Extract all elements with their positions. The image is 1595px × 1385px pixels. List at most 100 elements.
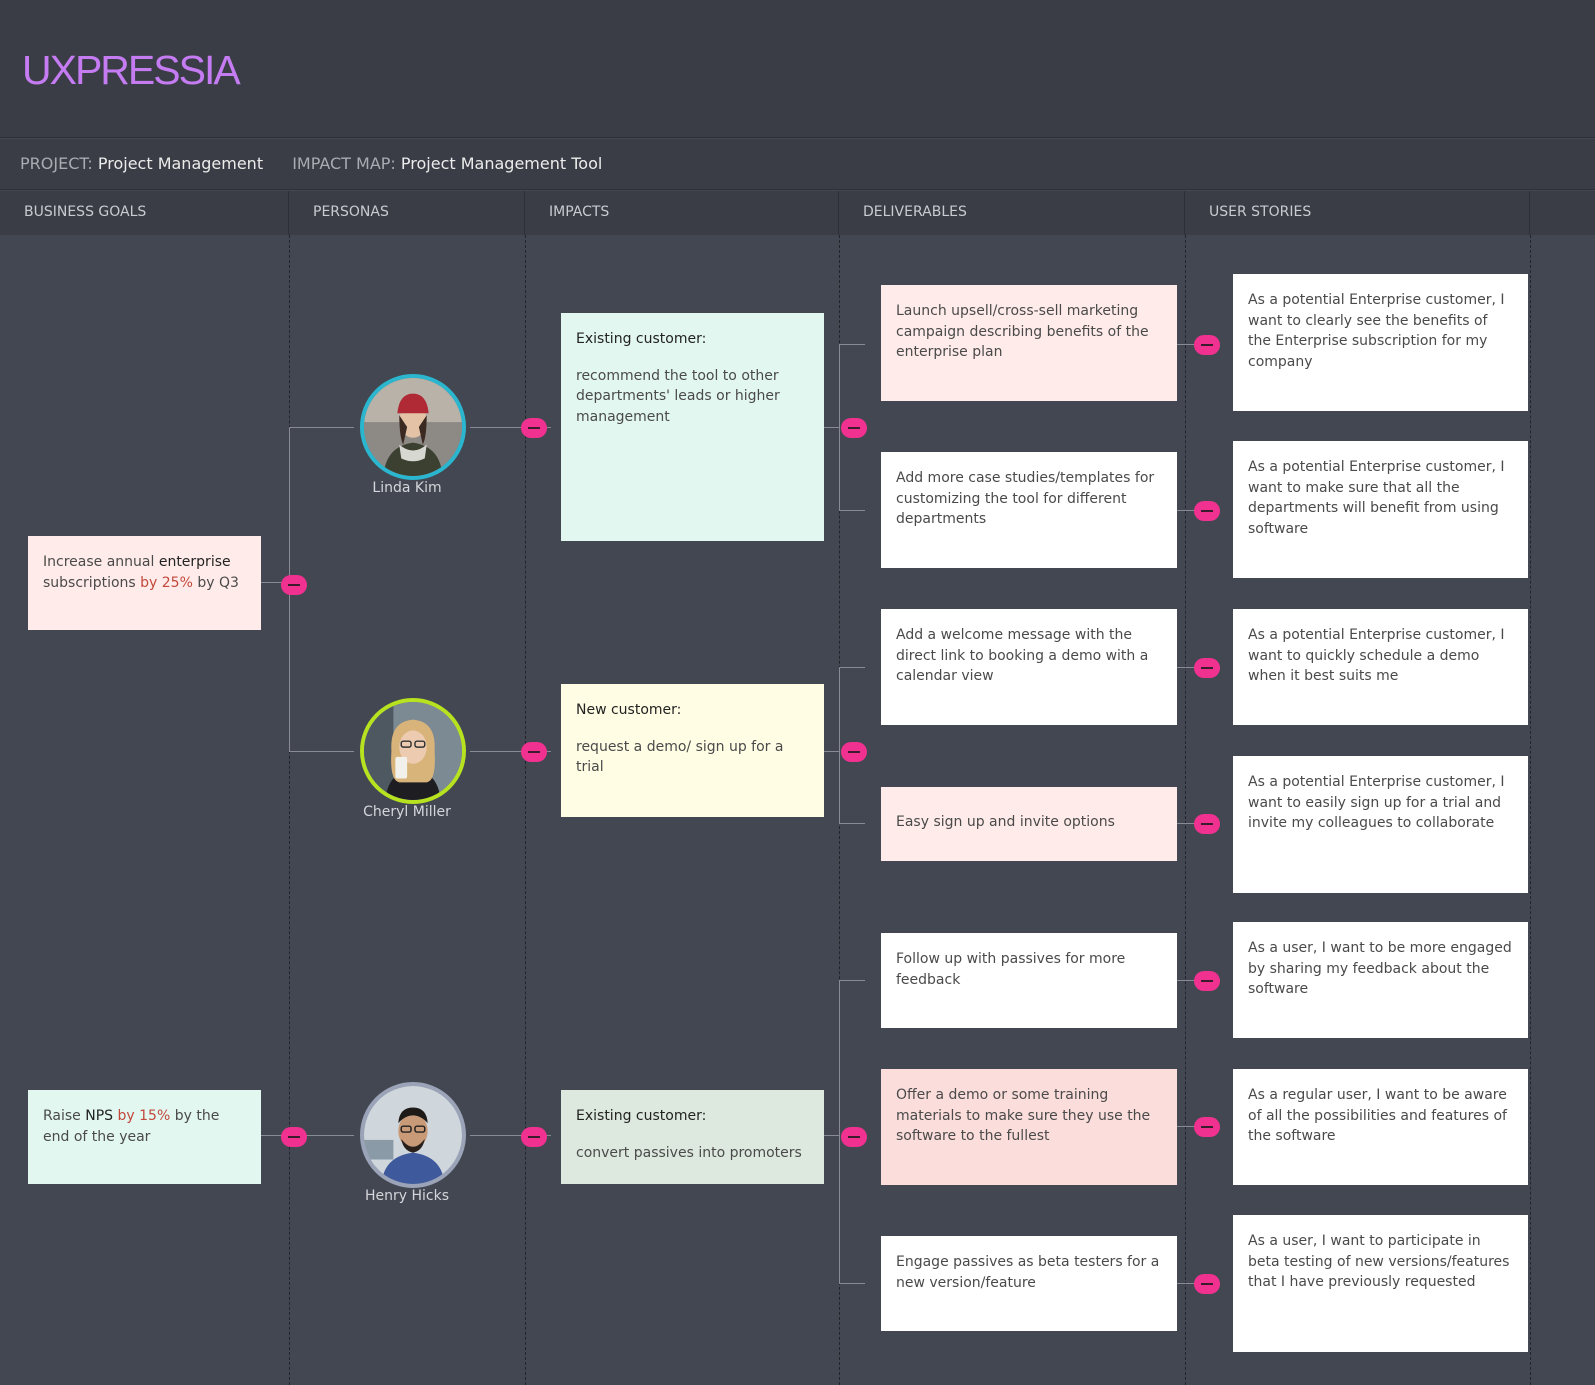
connector-line — [1156, 823, 1211, 824]
column-divider — [1185, 235, 1186, 1385]
collapse-toggle-icon[interactable] — [521, 742, 547, 762]
column-header-personas: PERSONAS — [289, 191, 525, 235]
business-goal-card[interactable]: Raise NPS by 15% by the end of the year — [28, 1090, 261, 1184]
connector-line — [839, 1283, 865, 1284]
collapse-toggle-icon[interactable] — [1194, 814, 1220, 834]
impact-map-name[interactable]: Project Management Tool — [400, 154, 603, 173]
impact-card[interactable]: New customer: request a demo/ sign up fo… — [561, 684, 824, 817]
avatar-photo-icon — [364, 702, 462, 800]
persona-avatar-cheryl-miller[interactable] — [360, 698, 466, 804]
collapse-toggle-icon[interactable] — [1194, 1274, 1220, 1294]
impact-title: New customer: — [576, 702, 682, 718]
avatar-photo-icon — [364, 378, 462, 476]
goal-text: by the end of the year — [43, 1108, 220, 1145]
persona-name: Linda Kim — [372, 480, 442, 496]
project-link[interactable]: Project Management — [97, 154, 264, 173]
impact-text: convert passives into promoters — [576, 1144, 802, 1161]
connector-line — [839, 980, 840, 1284]
user-story-card[interactable]: As a user, I want to be more engaged by … — [1233, 922, 1528, 1038]
column-header-impacts: IMPACTS — [525, 191, 839, 235]
collapse-toggle-icon[interactable] — [1194, 335, 1220, 355]
collapse-toggle-icon[interactable] — [841, 1127, 867, 1147]
connector-line — [1156, 1283, 1211, 1284]
goal-text: subscriptions — [43, 574, 141, 591]
persona-avatar-henry-hicks[interactable] — [360, 1082, 466, 1188]
deliverable-card[interactable]: Add more case studies/templates for cust… — [881, 452, 1177, 568]
collapse-toggle-icon[interactable] — [521, 418, 547, 438]
column-headers: BUSINESS GOALS PERSONAS IMPACTS DELIVERA… — [0, 191, 1595, 235]
impact-card[interactable]: Existing customer: recommend the tool to… — [561, 313, 824, 541]
connector-line — [839, 980, 865, 981]
impact-text: recommend the tool to other departments'… — [576, 367, 780, 425]
deliverable-card[interactable]: Engage passives as beta testers for a ne… — [881, 1236, 1177, 1331]
user-story-card[interactable]: As a user, I want to participate in beta… — [1233, 1215, 1528, 1352]
deliverable-card[interactable]: Add a welcome message with the direct li… — [881, 609, 1177, 725]
collapse-toggle-icon[interactable] — [841, 742, 867, 762]
connector-line — [839, 344, 840, 511]
user-story-card[interactable]: As a potential Enterprise customer, I wa… — [1233, 441, 1528, 578]
column-divider — [525, 235, 526, 1385]
connector-line — [839, 510, 865, 511]
collapse-toggle-icon[interactable] — [1194, 501, 1220, 521]
collapse-toggle-icon[interactable] — [281, 575, 307, 595]
column-header-deliverables: DELIVERABLES — [839, 191, 1185, 235]
collapse-toggle-icon[interactable] — [281, 1127, 307, 1147]
impact-text: request a demo/ sign up for a trial — [576, 738, 784, 776]
connector-line — [470, 1135, 551, 1136]
goal-metric: by 25% — [140, 574, 193, 591]
persona-avatar-linda-kim[interactable] — [360, 374, 466, 480]
column-divider — [1530, 235, 1531, 1385]
impact-map-label: IMPACT MAP: — [292, 154, 396, 173]
connector-line — [839, 667, 840, 824]
connector-line — [289, 427, 354, 428]
connector-line — [470, 427, 551, 428]
connector-line — [839, 344, 865, 345]
collapse-toggle-icon[interactable] — [1194, 658, 1220, 678]
column-header-business-goals: BUSINESS GOALS — [0, 191, 289, 235]
user-story-card[interactable]: As a potential Enterprise customer, I wa… — [1233, 609, 1528, 725]
collapse-toggle-icon[interactable] — [521, 1127, 547, 1147]
goal-text: Raise — [43, 1108, 86, 1124]
goal-keyword: NPS — [85, 1108, 114, 1124]
deliverable-card[interactable]: Follow up with passives for more feedbac… — [881, 933, 1177, 1028]
connector-line — [839, 823, 865, 824]
goal-metric: by 15% — [117, 1108, 171, 1124]
impact-title: Existing customer: — [576, 331, 707, 347]
business-goal-card[interactable]: Increase annual enterprise subscriptions… — [28, 536, 261, 630]
connector-line — [810, 1135, 839, 1136]
connector-line — [1156, 667, 1211, 668]
impact-title: Existing customer: — [576, 1108, 707, 1124]
app-logo[interactable]: UXPRESSIA — [22, 47, 241, 93]
goal-text: Increase annual — [43, 554, 159, 570]
avatar-photo-icon — [364, 1086, 462, 1184]
breadcrumb: PROJECT: Project Management IMPACT MAP: … — [0, 139, 1595, 190]
connector-line — [810, 427, 839, 428]
collapse-toggle-icon[interactable] — [1194, 971, 1220, 991]
persona-name: Henry Hicks — [364, 1188, 450, 1204]
connector-line — [1156, 344, 1211, 345]
persona-name: Cheryl Miller — [363, 804, 451, 820]
connector-line — [1156, 510, 1211, 511]
collapse-toggle-icon[interactable] — [841, 418, 867, 438]
user-story-card[interactable]: As a potential Enterprise customer, I wa… — [1233, 756, 1528, 893]
deliverable-card[interactable]: Offer a demo or some training materials … — [881, 1069, 1177, 1185]
user-story-card[interactable]: As a regular user, I want to be aware of… — [1233, 1069, 1528, 1185]
collapse-toggle-icon[interactable] — [1194, 1117, 1220, 1137]
user-story-card[interactable]: As a potential Enterprise customer, I wa… — [1233, 274, 1528, 411]
connector-line — [261, 1135, 354, 1136]
connector-line — [1156, 980, 1211, 981]
connector-line — [470, 751, 551, 752]
connector-line — [810, 751, 839, 752]
connector-line — [1156, 1126, 1211, 1127]
connector-line — [289, 751, 354, 752]
goal-text: by Q3 — [192, 574, 239, 591]
column-divider — [289, 235, 290, 1385]
project-label: PROJECT: — [20, 154, 93, 173]
goal-keyword: enterprise — [158, 554, 231, 570]
deliverable-card[interactable]: Launch upsell/cross-sell marketing campa… — [881, 285, 1177, 401]
deliverable-card[interactable]: Easy sign up and invite options — [881, 787, 1177, 861]
column-header-user-stories: USER STORIES — [1185, 191, 1530, 235]
top-bar: UXPRESSIA — [0, 0, 1595, 138]
impact-card[interactable]: Existing customer: convert passives into… — [561, 1090, 824, 1184]
